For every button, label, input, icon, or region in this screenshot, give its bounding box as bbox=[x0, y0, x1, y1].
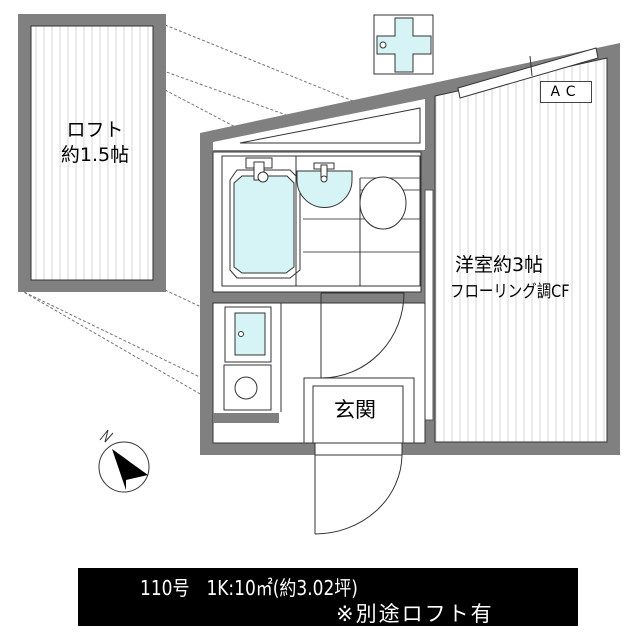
entrance-label: 玄関 bbox=[334, 398, 376, 422]
unit-summary: 110号 1K:10㎡(約3.02坪) bbox=[140, 576, 358, 600]
air-conditioner-label: AC bbox=[540, 81, 592, 103]
loft-room bbox=[18, 14, 166, 292]
loft-label: ロフト 約1.5帖 bbox=[40, 118, 150, 168]
loft-title: ロフト bbox=[66, 119, 124, 141]
flooring-label: フローリング調CF bbox=[450, 282, 570, 302]
summary-banner: 110号 1K:10㎡(約3.02坪) ※別途ロフト有 bbox=[78, 568, 578, 626]
bathroom bbox=[212, 151, 422, 293]
entrance-door bbox=[314, 442, 403, 535]
loft-note: ※別途ロフト有 bbox=[336, 602, 494, 626]
shower-drain-icon bbox=[373, 14, 434, 75]
compass-icon bbox=[98, 429, 150, 493]
western-room bbox=[434, 47, 608, 443]
kitchen-hallway bbox=[212, 292, 426, 444]
western-room-label: 洋室約3帖 bbox=[455, 254, 544, 276]
loft-size: 約1.5帖 bbox=[60, 144, 130, 166]
